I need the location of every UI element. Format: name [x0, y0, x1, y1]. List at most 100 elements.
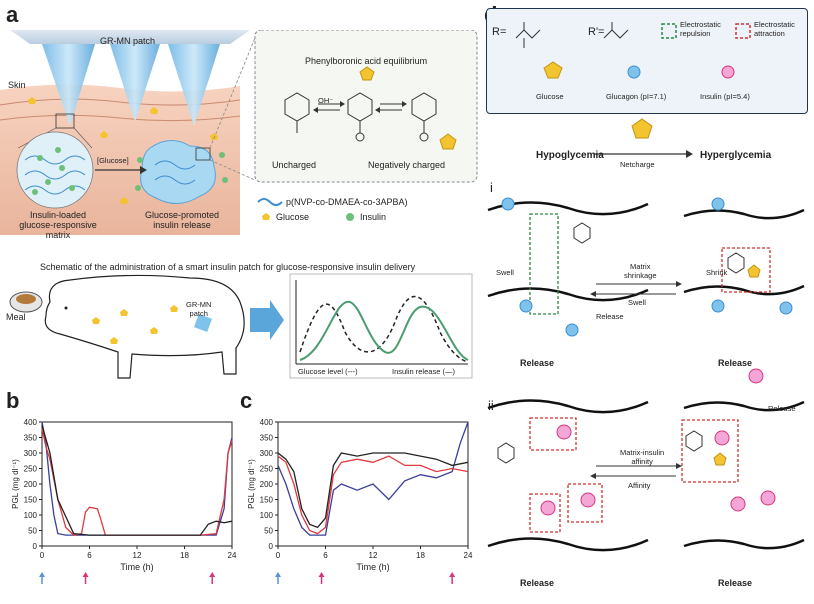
- release-label-line1: Glucose-promoted: [144, 210, 220, 220]
- equilibrium-box: [254, 30, 478, 183]
- y-tick-label: 400: [260, 418, 274, 427]
- released-matrix: [140, 140, 216, 204]
- swell-label: Swell: [496, 268, 514, 277]
- swell-back-label: Swell: [628, 298, 646, 307]
- affinity-label-line1: Matrix-insulin: [620, 448, 665, 457]
- insulin-legend: Insulin: [360, 212, 387, 222]
- release-label-i: Release: [596, 312, 624, 321]
- affinity-back-label: Affinity: [628, 481, 651, 490]
- y-tick-label: 150: [260, 496, 274, 505]
- pig-patch-label-line1: GR-MN: [186, 300, 212, 309]
- series-line-2: [41, 428, 233, 536]
- glucagon-label: Glucagon (pI=7.1): [606, 92, 667, 101]
- arrow-to-graph: [250, 300, 284, 340]
- panel-d-legend: [486, 8, 808, 114]
- pig-schematic: [9, 273, 473, 379]
- x-tick-label: 24: [228, 551, 237, 560]
- matrix-shrinkage-line2: shrinkage: [624, 271, 657, 280]
- x-axis-label: Time (h): [356, 562, 389, 572]
- microneedle-1: [42, 44, 95, 126]
- x-tick-label: 0: [276, 551, 281, 560]
- pig-patch-label-line2: patch: [189, 309, 208, 318]
- matrix-label-line2: glucose-responsive matrix: [19, 220, 97, 240]
- attraction-label-line2: attraction: [754, 29, 785, 38]
- release-label: Glucose-promoted insulin release: [142, 210, 222, 230]
- release-up-i: Release: [520, 358, 555, 368]
- x-axis-label: Time (h): [120, 562, 153, 572]
- x-tick-label: 0: [40, 551, 45, 560]
- attraction-label: Electrostatic attraction: [754, 20, 795, 38]
- panel-letter-a: a: [6, 2, 19, 27]
- y-axis-label: PGL (mg dl⁻¹): [11, 459, 20, 509]
- x-tick-label: 6: [323, 551, 328, 560]
- matrix-shrinkage-label: Matrix shrinkage: [624, 262, 657, 280]
- panel-d-mechanism: [487, 118, 805, 552]
- dose-arrow-3: [449, 572, 456, 584]
- glucose-legend: Glucose: [276, 212, 310, 222]
- y-tick-label: 50: [264, 527, 273, 536]
- equilibrium-title: Phenylboronic acid equilibrium: [305, 56, 428, 66]
- hyperglycemia-label: Hyperglycemia: [700, 150, 772, 161]
- series-line-2: [277, 455, 469, 535]
- y-tick-label: 250: [24, 465, 38, 474]
- panel-letter-b: b: [6, 388, 20, 413]
- attraction-swatch: [735, 23, 751, 39]
- repulsion-label: Electrostatic repulsion: [680, 20, 721, 38]
- series-line-3: [41, 424, 233, 536]
- y-tick-label: 150: [24, 496, 38, 505]
- patch-label: GR-MN patch: [100, 36, 156, 46]
- release-up-ii: Release: [718, 578, 753, 588]
- dose-arrow-2: [318, 572, 325, 584]
- legend-graphics: [515, 22, 751, 79]
- row-i-label: i: [490, 180, 493, 195]
- pig-patch-label: GR-MN patch: [186, 300, 211, 318]
- meal-label: Meal: [6, 312, 26, 322]
- y-tick-label: 350: [24, 434, 38, 443]
- panel-a-illustration: [0, 30, 478, 235]
- y-axis-label: PGL (mg dl⁻¹): [247, 459, 256, 509]
- affinity-label-line2: affinity: [631, 457, 653, 466]
- polymer-legend: p(NVP-co-DMAEA-co-3APBA): [286, 197, 408, 207]
- matrix-circle: [16, 131, 94, 209]
- series-line-3: [277, 452, 469, 529]
- series-line-1: [41, 421, 233, 536]
- y-tick-label: 100: [260, 511, 274, 520]
- dose-arrow-2: [82, 572, 89, 584]
- r-definition: R=: [492, 26, 507, 38]
- x-tick-label: 12: [133, 551, 142, 560]
- glucose-label-d: Glucose: [536, 92, 564, 101]
- glucose-arrow-label: [Glucose]: [97, 156, 129, 165]
- panel-letter-c: c: [240, 388, 253, 413]
- microneedle-3: [168, 44, 220, 126]
- y-tick-label: 0: [269, 542, 274, 551]
- x-tick-label: 18: [416, 551, 425, 560]
- pig-body: [44, 274, 245, 379]
- y-tick-label: 50: [28, 527, 37, 536]
- y-tick-label: 250: [260, 465, 274, 474]
- x-tick-label: 6: [87, 551, 92, 560]
- matrix-label-line1: Insulin-loaded: [29, 210, 87, 220]
- x-tick-label: 18: [180, 551, 189, 560]
- y-tick-label: 200: [260, 480, 274, 489]
- uncharged-label: Uncharged: [272, 160, 317, 170]
- affinity-label: Matrix-insulin affinity: [620, 448, 664, 466]
- dose-arrow-3: [209, 572, 216, 584]
- y-tick-label: 350: [260, 434, 274, 443]
- release-down-i: Release: [718, 358, 753, 368]
- x-tick-label: 12: [369, 551, 378, 560]
- glucose-level-label: Glucose level (---): [298, 367, 358, 376]
- release-label-line2: insulin release: [153, 220, 211, 230]
- glucose-swatch: [543, 61, 563, 79]
- repulsion-label-line2: repulsion: [680, 29, 711, 38]
- y-tick-label: 300: [24, 449, 38, 458]
- meal-food: [16, 294, 36, 304]
- row-ii-label: ii: [488, 398, 494, 413]
- oh-minus-label: OH⁻: [318, 96, 334, 105]
- negatively-charged-label: Negatively charged: [368, 160, 446, 170]
- series-line-1: [277, 421, 469, 536]
- y-tick-label: 100: [24, 511, 38, 520]
- skin-label: Skin: [8, 80, 26, 90]
- release-label-ii: Release: [768, 404, 796, 413]
